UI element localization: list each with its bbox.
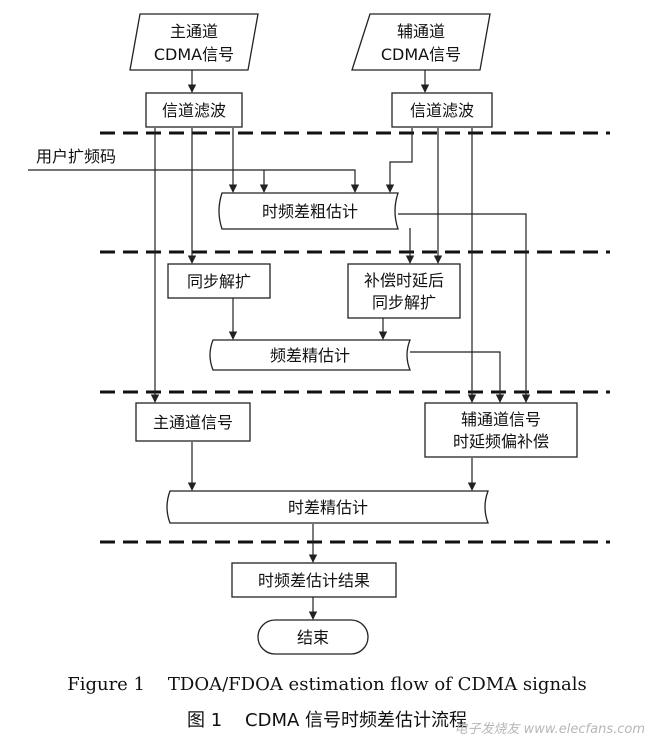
estimation-result: 时频差估计结果	[231, 562, 397, 598]
main-input-line1: 主通道	[170, 22, 218, 41]
compensated-sync-line1: 补偿时延后	[364, 271, 444, 290]
compensated-sync-despread: 补偿时延后 同步解扩	[347, 263, 461, 319]
aux-signal-comp-line1: 辅通道信号	[461, 410, 541, 429]
main-channel-input: 主通道 CDMA信号	[129, 13, 259, 71]
freq-fine-estimation-label: 频差精估计	[270, 346, 350, 365]
watermark: 电子发烧友 www.elecfans.com	[454, 722, 645, 737]
figure-caption-english: Figure 1 TDOA/FDOA estimation flow of CD…	[67, 674, 587, 695]
coarse-estimation: 时频差粗估计	[218, 192, 399, 230]
main-channel-signal: 主通道信号	[135, 402, 251, 442]
time-fine-estimation: 时差精估计	[166, 490, 489, 524]
compensated-sync-line2: 同步解扩	[372, 293, 436, 312]
figure-caption-chinese: 图 1 CDMA 信号时频差估计流程	[187, 710, 467, 731]
sync-despread: 同步解扩	[167, 263, 271, 299]
aux-input-line1: 辅通道	[397, 22, 445, 41]
aux-signal-compensation: 辅通道信号 时延频偏补偿	[424, 402, 578, 458]
freq-fine-estimation: 频差精估计	[209, 339, 411, 371]
channel-filter-main-label: 信道滤波	[162, 101, 226, 120]
channel-filter-main: 信道滤波	[145, 92, 243, 128]
user-spreading-code-label: 用户扩频码	[36, 147, 116, 166]
end-label: 结束	[297, 628, 329, 647]
end-terminator: 结束	[257, 619, 369, 655]
channel-filter-aux-label: 信道滤波	[410, 101, 474, 120]
main-input-line2: CDMA信号	[154, 45, 234, 64]
time-fine-estimation-label: 时差精估计	[288, 498, 368, 517]
channel-filter-aux: 信道滤波	[391, 92, 493, 128]
estimation-result-label: 时频差估计结果	[258, 571, 370, 590]
aux-signal-comp-line2: 时延频偏补偿	[453, 432, 549, 451]
aux-input-line2: CDMA信号	[381, 45, 461, 64]
coarse-estimation-label: 时频差粗估计	[262, 202, 358, 221]
sync-despread-label: 同步解扩	[187, 272, 251, 291]
connectors	[28, 70, 531, 620]
main-channel-signal-label: 主通道信号	[153, 413, 233, 432]
aux-channel-input: 辅通道 CDMA信号	[351, 13, 491, 71]
